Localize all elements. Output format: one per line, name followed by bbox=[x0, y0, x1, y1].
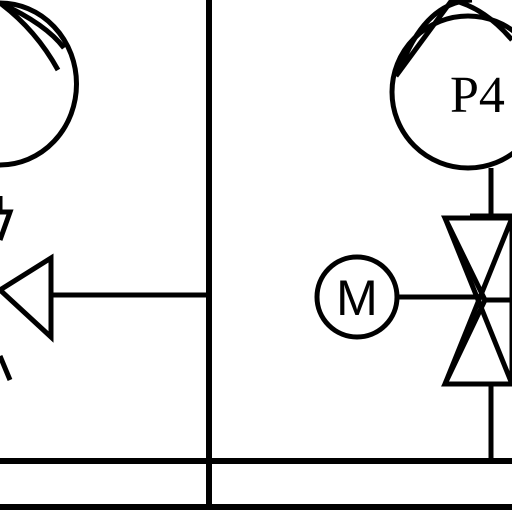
instrument-bubble-p4: P4 bbox=[389, 0, 512, 171]
instrument-label: P4 bbox=[450, 67, 505, 124]
motor-actuator: M bbox=[314, 254, 485, 340]
motorized-control-valve bbox=[440, 215, 512, 387]
left-control-valve bbox=[0, 196, 209, 381]
left-instrument-bubble bbox=[0, 0, 79, 168]
motor-label: M bbox=[336, 270, 378, 326]
